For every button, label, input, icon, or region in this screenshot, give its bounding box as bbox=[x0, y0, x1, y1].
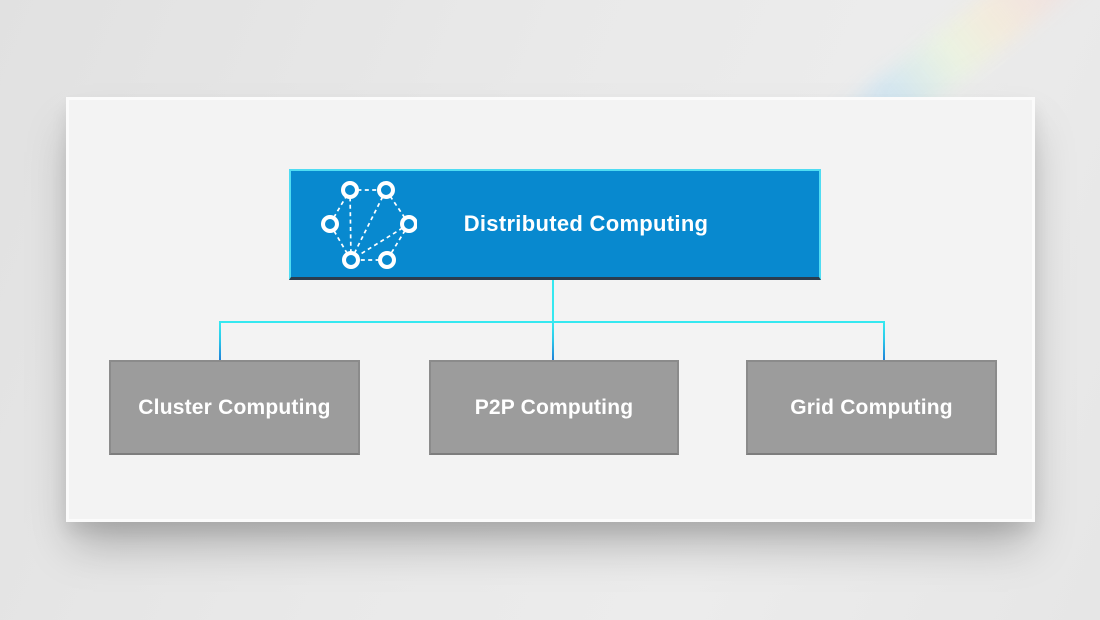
node-cluster-computing: Cluster Computing bbox=[109, 360, 360, 455]
connector-root-stub bbox=[552, 280, 554, 323]
diagram-canvas: Distributed Computing Cluster Computing … bbox=[66, 97, 1035, 522]
connector-drop-grid bbox=[883, 323, 885, 360]
child-node-label: P2P Computing bbox=[474, 395, 634, 419]
child-node-label: Grid Computing bbox=[790, 395, 953, 419]
node-grid-computing: Grid Computing bbox=[746, 360, 997, 455]
connector-drop-cluster bbox=[219, 323, 221, 360]
network-nodes-icon bbox=[321, 181, 417, 269]
connector-drop-p2p bbox=[552, 323, 554, 360]
node-distributed-computing: Distributed Computing bbox=[289, 169, 821, 280]
connector-horizontal-rail bbox=[219, 321, 885, 323]
child-node-label: Cluster Computing bbox=[138, 395, 331, 419]
root-node-label: Distributed Computing bbox=[463, 211, 709, 236]
node-p2p-computing: P2P Computing bbox=[429, 360, 679, 455]
